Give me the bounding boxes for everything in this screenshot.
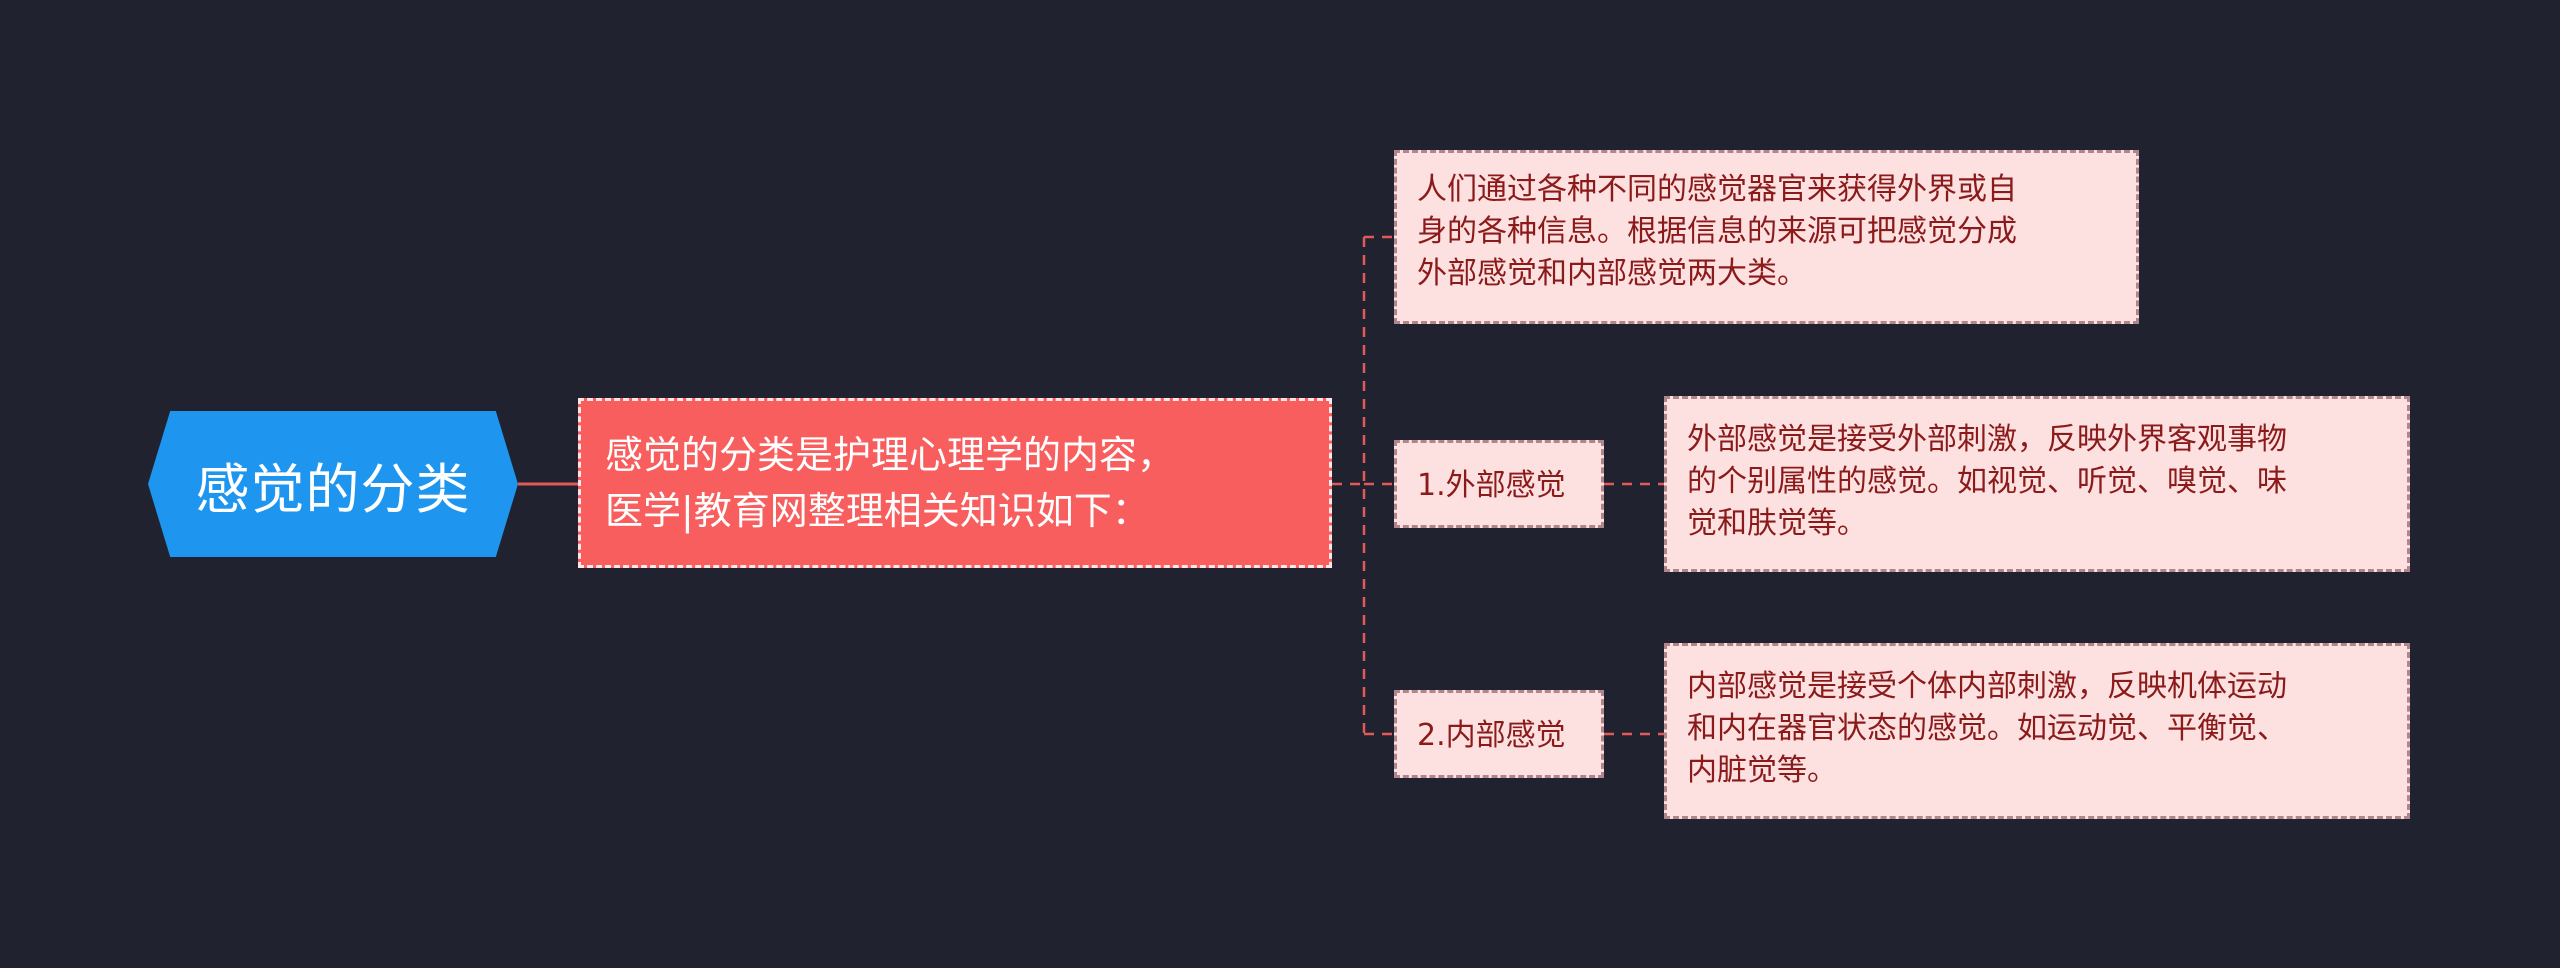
root-node[interactable]: 感觉的分类 [148, 411, 518, 557]
external-desc-line-2: 的个别属性的感觉。如视觉、听觉、嗅觉、味 [1687, 464, 2287, 499]
external-sense-label: 1.外部感觉 [1417, 468, 1566, 503]
center-line-2: 医学|教育网整理相关知识如下： [605, 489, 1150, 533]
internal-desc-line-3: 内脏觉等。 [1687, 753, 1837, 788]
internal-desc-line-2: 和内在器官状态的感觉。如运动觉、平衡觉、 [1687, 711, 2287, 746]
internal-sense-node[interactable]: 2.内部感觉 [1394, 690, 1604, 778]
external-desc-line-3: 觉和肤觉等。 [1687, 506, 1867, 541]
external-sense-node[interactable]: 1.外部感觉 [1394, 440, 1604, 528]
intro-line-2: 身的各种信息。根据信息的来源可把感觉分成 [1417, 214, 2017, 249]
root-label: 感觉的分类 [195, 457, 471, 521]
center-line-1: 感觉的分类是护理心理学的内容， [605, 433, 1176, 477]
internal-sense-label: 2.内部感觉 [1417, 718, 1566, 753]
internal-desc-line-1: 内部感觉是接受个体内部刺激，反映机体运动 [1687, 669, 2287, 704]
internal-sense-desc-node[interactable]: 内部感觉是接受个体内部刺激，反映机体运动 和内在器官状态的感觉。如运动觉、平衡觉… [1664, 643, 2410, 819]
external-desc-line-1: 外部感觉是接受外部刺激，反映外界客观事物 [1687, 422, 2287, 457]
intro-line-3: 外部感觉和内部感觉两大类。 [1417, 256, 1807, 291]
intro-node[interactable]: 人们通过各种不同的感觉器官来获得外界或自 身的各种信息。根据信息的来源可把感觉分… [1394, 150, 2139, 324]
external-sense-desc-node[interactable]: 外部感觉是接受外部刺激，反映外界客观事物 的个别属性的感觉。如视觉、听觉、嗅觉、… [1664, 396, 2410, 572]
center-node[interactable]: 感觉的分类是护理心理学的内容， 医学|教育网整理相关知识如下： [578, 398, 1332, 568]
intro-line-1: 人们通过各种不同的感觉器官来获得外界或自 [1417, 172, 2017, 207]
